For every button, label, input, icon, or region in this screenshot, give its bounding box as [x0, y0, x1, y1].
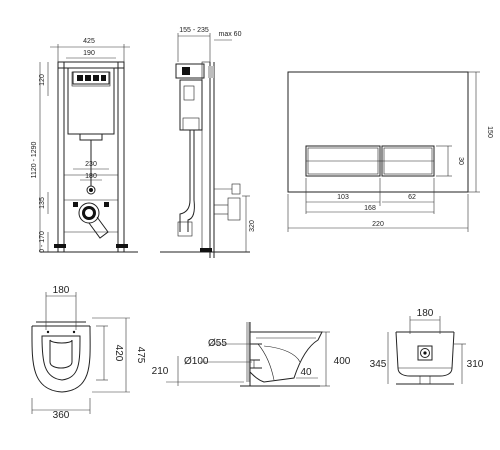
- frame-width-label: 425: [83, 38, 95, 45]
- bowl-top-180-label: 180: [53, 285, 70, 296]
- bowl-top-view: [31, 321, 91, 393]
- frame-foot-label: 0 - 170: [39, 231, 46, 253]
- offset-40-label: 40: [300, 367, 312, 378]
- frame-180-label: 180: [85, 173, 97, 180]
- frame-120-label: 120: [39, 74, 46, 86]
- plate-103-label: 103: [337, 194, 349, 201]
- bowl-top-dimensions: 180 420 475 360: [31, 285, 146, 421]
- plate-dimensions: 150 30 103 62 168 220: [287, 71, 493, 232]
- side-depth-label: 155 - 235: [179, 27, 209, 34]
- pipe-100-label: Ø100: [184, 356, 209, 367]
- frame-inner-label: 190: [83, 50, 95, 57]
- front-310-label: 310: [467, 359, 484, 370]
- bowl-front-dimensions: 180 345 310: [370, 308, 484, 384]
- height-400-label: 400: [334, 356, 351, 367]
- plate-62-label: 62: [408, 194, 416, 201]
- bowl-420-label: 420: [113, 345, 124, 362]
- frame-side-view: [160, 61, 250, 258]
- front-345-label: 345: [370, 359, 387, 370]
- bowl-front-view: [395, 331, 455, 385]
- pipe-55-label: Ø55: [208, 338, 227, 349]
- side-dimensions: 155 - 235 max 60 320: [177, 27, 256, 252]
- bowl-side-dimensions: Ø55 Ø100 210 400 40: [152, 331, 351, 387]
- frame-front-view: [40, 61, 138, 253]
- plate-150-label: 150: [486, 126, 493, 138]
- frame-135-label: 135: [39, 197, 46, 209]
- frame-dimensions: 425 190 120 1120 - 1290 135 0 - 170 230 …: [31, 38, 130, 253]
- frame-height-label: 1120 - 1290: [31, 141, 38, 178]
- flush-plate: [287, 71, 469, 193]
- plate-30-label: 30: [457, 157, 464, 165]
- plate-220-label: 220: [372, 221, 384, 228]
- bowl-360-label: 360: [53, 410, 70, 421]
- frame-230-label: 230: [85, 161, 97, 168]
- side-320-label: 320: [249, 220, 256, 232]
- plate-168-label: 168: [364, 205, 376, 212]
- height-210-label: 210: [152, 366, 169, 377]
- bowl-475-label: 475: [135, 347, 146, 364]
- side-max-label: max 60: [219, 31, 242, 38]
- front-180-label: 180: [417, 308, 434, 319]
